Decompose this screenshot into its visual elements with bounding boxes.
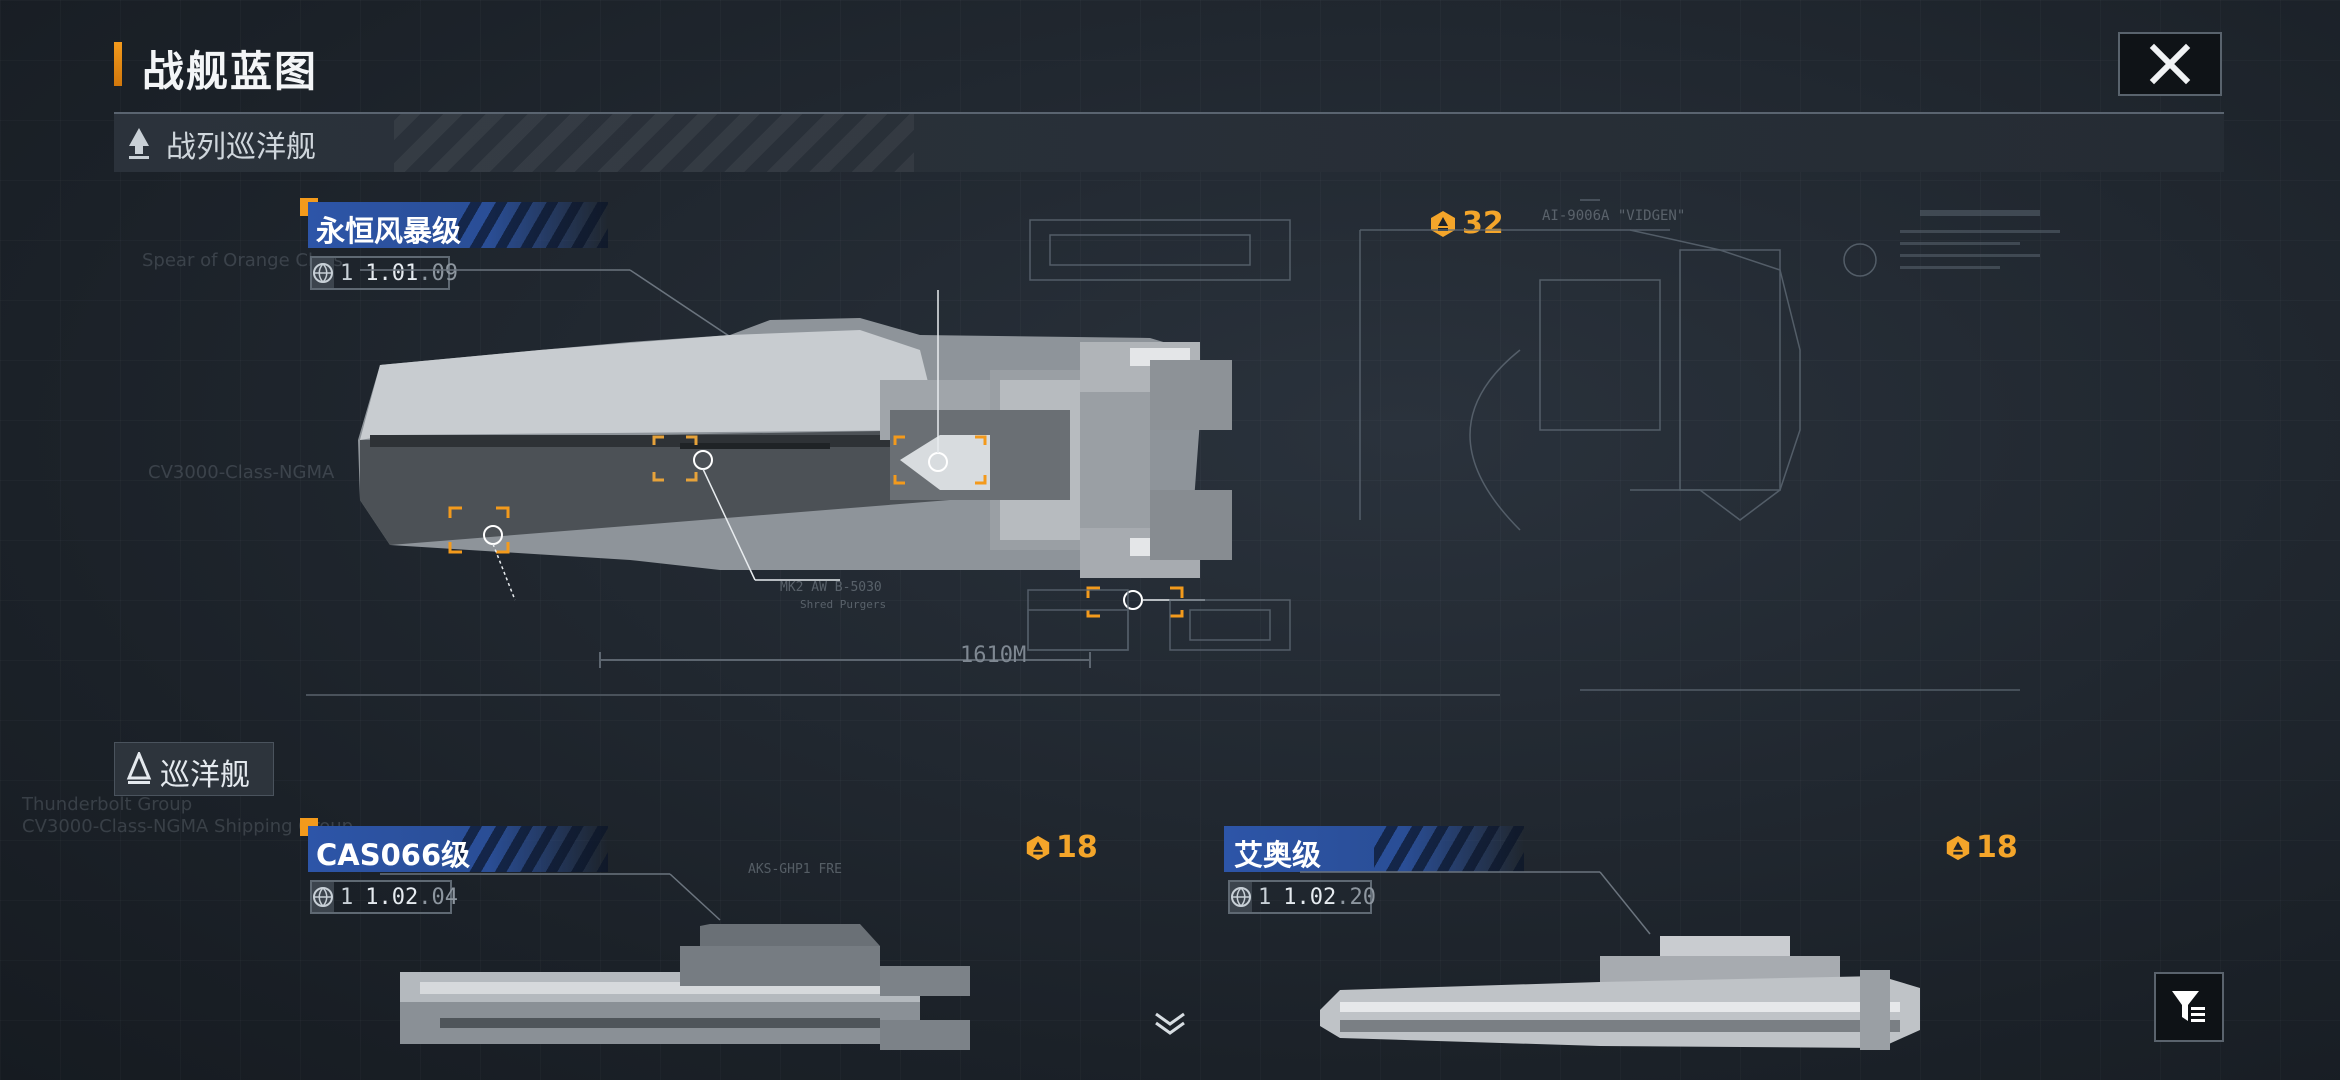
- ship-name-plate: [1224, 826, 1524, 872]
- version-main: 1.02: [365, 884, 419, 910]
- fleet-cost-icon: [1026, 835, 1050, 860]
- blueprint-schematic: [1027, 199, 2060, 691]
- ship-illustration-io: [1300, 871, 1920, 1050]
- ship-cost: 18: [1944, 830, 2018, 865]
- close-button[interactable]: [2118, 32, 2222, 96]
- chevron-down-icon: [1155, 1012, 1185, 1035]
- section-title: 巡洋舰: [160, 758, 250, 793]
- cost-value: 18: [1976, 830, 2018, 865]
- bg-text: CV3000-Class-NGMA: [148, 462, 335, 483]
- version-sub: .09: [418, 260, 458, 286]
- version-level: 1: [340, 884, 354, 910]
- fleet-cost-icon: [1946, 835, 1970, 860]
- weapon-label: Shred Purgers: [800, 598, 887, 611]
- ship-card-io[interactable]: 艾奥级 1 1.02 .20 18: [1224, 826, 2018, 1080]
- ship-name: 艾奥级: [1234, 838, 1322, 872]
- version-box: 1 1.02 .04: [310, 880, 458, 914]
- ship-cost: 18: [1024, 830, 1098, 865]
- filter-button[interactable]: [2154, 972, 2224, 1042]
- filter-icon: [2172, 991, 2205, 1022]
- ship-class-icon: [126, 126, 152, 164]
- version-main: 1.01: [365, 260, 419, 286]
- globe-icon: [312, 882, 334, 912]
- close-icon: [2149, 43, 2191, 85]
- version-box: 1 1.02 .20: [1228, 880, 1376, 914]
- ship-length: 1610M: [960, 643, 1027, 668]
- globe-icon: [1230, 882, 1252, 912]
- version-level: 1: [1258, 884, 1272, 910]
- ship-name: 永恒风暴级: [316, 214, 462, 248]
- ship-name-plate: [308, 202, 608, 248]
- ship-name-plate: [308, 826, 608, 872]
- ship-class-icon: [126, 750, 152, 790]
- version-sub: .04: [418, 884, 458, 910]
- section-header-battlecruiser: [114, 114, 2224, 172]
- scroll-down-button[interactable]: [1152, 1010, 1188, 1042]
- ship-card-cas066[interactable]: CAS066级 1 1.02 .04 18 AKS-GHP1 FRE: [300, 818, 1098, 1080]
- version-sub: .20: [1336, 884, 1376, 910]
- ship-illustration-eternal-storm: [306, 269, 1500, 696]
- divider: [114, 112, 2224, 114]
- ship-name: CAS066级: [316, 838, 471, 872]
- section-title: 战列巡洋舰: [166, 130, 316, 165]
- page-title: 战舰蓝图: [142, 47, 319, 96]
- cost-value: 18: [1056, 830, 1098, 865]
- ship-card-eternal-storm[interactable]: 永恒风暴级 1 1.01 .09 32: [300, 198, 1530, 698]
- weapon-label: MK2 AW B-5030: [780, 580, 882, 595]
- bg-text: Thunderbolt Group: [22, 794, 193, 815]
- version-main: 1.02: [1283, 884, 1337, 910]
- blueprint-label: AKS-GHP1 FRE: [748, 862, 842, 877]
- bg-text: CV3000-Class-NGMA Shipping Group: [22, 816, 354, 837]
- version-level: 1: [340, 260, 354, 286]
- ship-cost: 32: [1428, 206, 1504, 241]
- section-header-cruiser: [114, 742, 274, 796]
- bg-text: Spear of Orange Class: [142, 250, 343, 271]
- blueprint-label: AI-9006A "VIDGEN": [1542, 208, 1686, 224]
- version-box: 1 1.01 .09: [310, 256, 458, 290]
- globe-icon: [312, 258, 334, 288]
- title-accent: [114, 42, 122, 86]
- cost-value: 32: [1462, 206, 1504, 241]
- ship-illustration-cas066: [380, 873, 970, 1050]
